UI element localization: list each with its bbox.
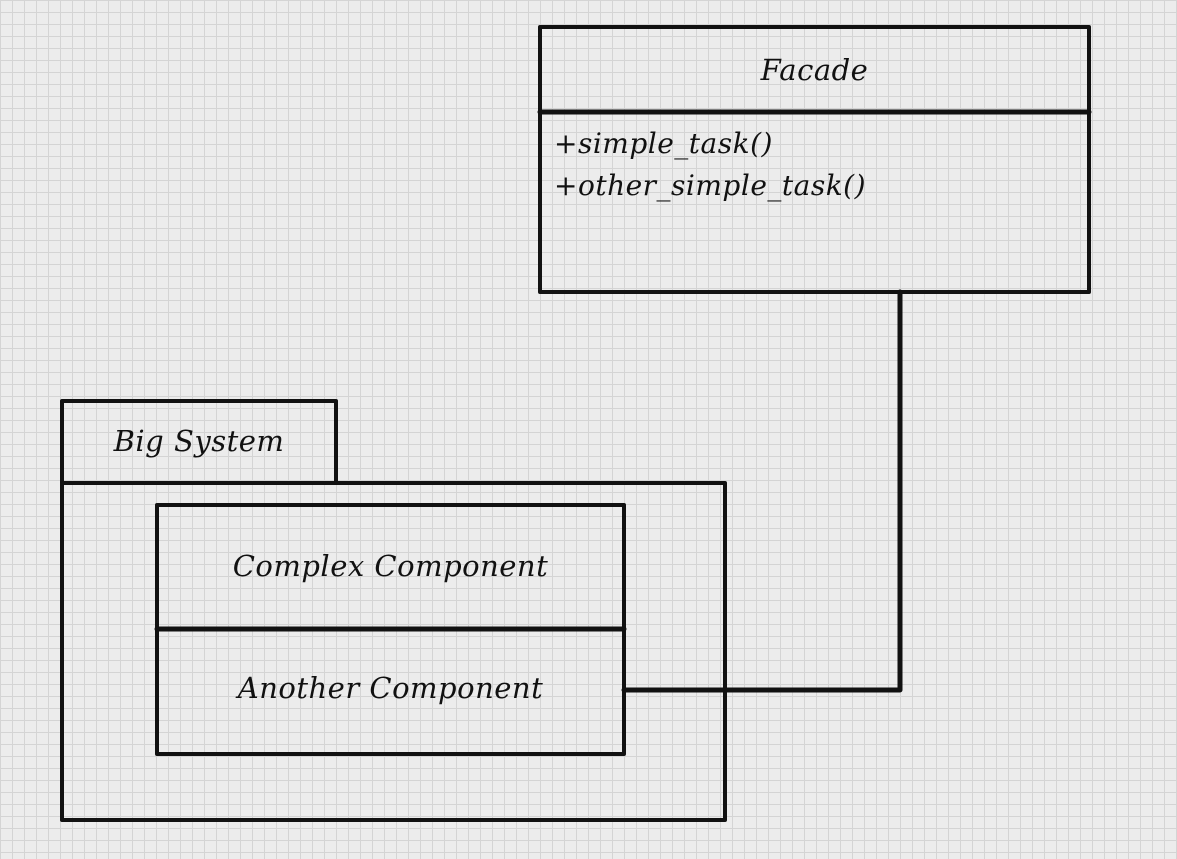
package-name: Big System: [113, 424, 285, 458]
facade-method: +other_simple_task(): [554, 169, 867, 202]
facade-connector-line: [621, 289, 903, 693]
facade-method: +simple_task(): [554, 127, 773, 160]
facade-class-box: [538, 25, 1091, 294]
facade-class-name: Facade: [760, 53, 869, 87]
component-name: Another Component: [237, 671, 544, 705]
package-body: [60, 481, 727, 822]
component-name: Complex Component: [232, 549, 549, 583]
